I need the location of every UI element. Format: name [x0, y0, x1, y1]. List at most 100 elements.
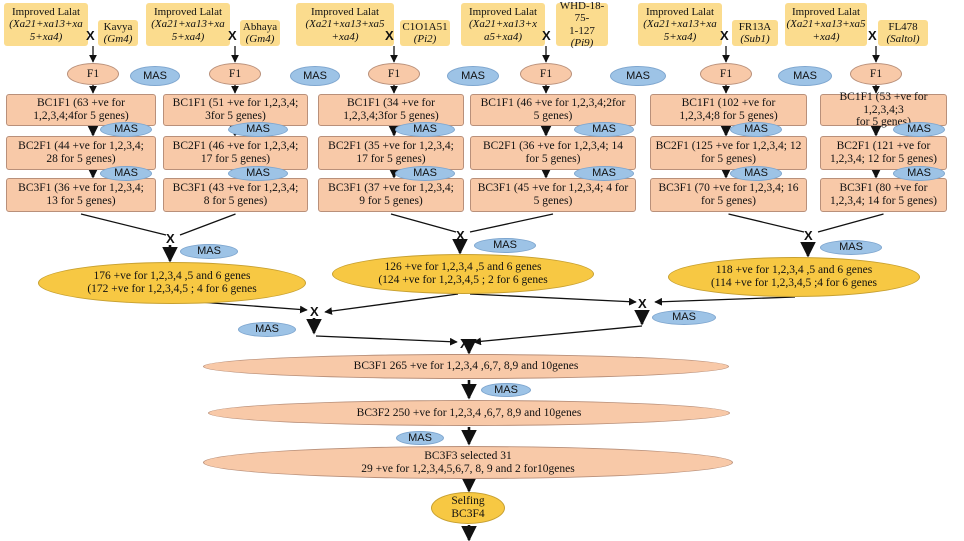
parent2-col5-line-1: FR13A [738, 20, 772, 33]
mas-top-col1-line-1: MAS [143, 69, 167, 82]
parent1-col3: Improved Lalat(Xa21+xa13+xa5+xa4) [296, 3, 394, 46]
parent1-col5-line-1: Improved Lalat [645, 6, 715, 19]
parent1-col4-line-2: (Xa21+xa13+x [469, 18, 537, 31]
parent2-col4: WHD-18-75-1-127(Pi9) [556, 0, 608, 49]
parent2-col3-line-1: C1O1A51 [402, 20, 448, 33]
f1-col2-line-1: F1 [228, 67, 242, 80]
parent1-col5-line-2: (Xa21+xa13+xa [643, 18, 717, 31]
mas-pool-2: MAS [474, 238, 536, 253]
mas-bc2-bc3-col5: MAS [730, 166, 782, 181]
mas-top-col3: MAS [447, 66, 499, 86]
pool-3-line-1: 118 +ve for 1,2,3,4 ,5 and 6 genes [715, 264, 873, 277]
bc2f1-col4-line-1: BC2F1 (36 +ve for 1,2,3,4; 14 [482, 140, 623, 153]
parent1-col4-line-1: Improved Lalat [468, 6, 538, 19]
bc3f1-col3: BC3F1 (37 +ve for 1,2,3,4;9 for 5 genes) [318, 178, 464, 212]
parent2-col1: Kavya(Gm4) [98, 20, 138, 46]
mas-top-col5-line-1: MAS [793, 69, 817, 82]
mas-top-col4-line-1: MAS [626, 69, 650, 82]
mas-bc2-bc3-col3: MAS [395, 166, 455, 181]
cross-right: X [638, 296, 647, 311]
mas-top-col5: MAS [778, 66, 832, 86]
mas-bc3f2-bc3f3-line-1: MAS [408, 431, 432, 444]
bc3f1-col2-line-1: BC3F1 (43 +ve for 1,2,3,4; [172, 182, 299, 195]
f1-col5: F1 [700, 63, 752, 85]
cross-parents-col6: X [868, 28, 877, 43]
cross-final: X [460, 336, 469, 351]
mas-left-bottom-line-1: MAS [255, 323, 279, 336]
parent2-col2-line-2: (Gm4) [245, 33, 275, 45]
bc3f1-col5-line-1: BC3F1 (70 +ve for 1,2,3,4; 16 [658, 182, 799, 195]
mas-top-col4: MAS [610, 66, 666, 86]
f1-col2: F1 [209, 63, 261, 85]
cross-line-b-3 [817, 213, 884, 233]
bc1f1-col4-line-1: BC1F1 (46 +ve for 1,2,3,4;2for [480, 97, 626, 110]
pool-3-line-2: (114 +ve for 1,2,3,4,5 ;4 for 6 genes [710, 277, 878, 289]
parent1-col1-line-3: 5+xa4) [29, 30, 63, 43]
parent1-col3-line-1: Improved Lalat [310, 6, 380, 19]
pool-1-line-2: (172 +ve for 1,2,3,4,5 ; 4 for 6 genes [87, 283, 257, 295]
mas-bc2-bc3-col4-line-1: MAS [592, 167, 616, 180]
bc1f1-col4-line-2: 5 genes) [533, 110, 573, 122]
bc1f1-col3-line-2: 1,2,3,4;3for 5 genes) [343, 110, 439, 122]
mas-bc3f2-bc3f3: MAS [396, 431, 444, 445]
f1-col1-line-1: F1 [86, 67, 100, 80]
bc3f1-col4-line-1: BC3F1 (45 +ve for 1,2,3,4; 4 for [477, 182, 629, 195]
bc1f1-col2-line-1: BC1F1 (51 +ve for 1,2,3,4; [172, 97, 299, 110]
mas-bc2-bc3-col2: MAS [228, 166, 288, 181]
cross-line-a-3 [728, 213, 805, 233]
pool-2-line-1: 126 +ve for 1,2,3,4 ,5 and 6 genes [384, 261, 542, 274]
mas-bc2-bc3-col5-line-1: MAS [744, 167, 768, 180]
bc1f1-col5-line-1: BC1F1 (102 +ve for [681, 97, 776, 110]
mas-bc2-bc3-col2-line-1: MAS [246, 167, 270, 180]
bc2f1-col1-line-1: BC2F1 (44 +ve for 1,2,3,4; [18, 140, 144, 153]
mas-bc2-bc3-col3-line-1: MAS [413, 167, 437, 180]
bc3f2-final-line-1: BC3F2 250 +ve for 1,2,3,4 ,6,7, 8,9 and … [356, 406, 582, 419]
f1-col6: F1 [850, 63, 902, 85]
f1-col1: F1 [67, 63, 119, 85]
bc2f1-col5-line-1: BC2F1 (125 +ve for 1,2,3,4; 12 [655, 140, 802, 153]
parent1-col1-line-1: Improved Lalat [11, 6, 81, 19]
cross-right-to-final [473, 325, 643, 346]
cross-left-to-final [315, 335, 458, 346]
parent2-col2: Abhaya(Gm4) [240, 20, 280, 46]
mas-bc1-bc2-col4: MAS [574, 122, 634, 137]
bc2f1-col1: BC2F1 (44 +ve for 1,2,3,4;28 for 5 genes… [6, 136, 156, 170]
mas-bc1-bc2-col1: MAS [100, 122, 152, 137]
f1-col4: F1 [520, 63, 572, 85]
mas-pool-2-line-1: MAS [493, 239, 517, 252]
mas-top-col2-line-1: MAS [303, 69, 327, 82]
pool-3: 118 +ve for 1,2,3,4 ,5 and 6 genes(114 +… [668, 257, 920, 297]
parent1-col6: Improved Lalat(Xa21+xa13+xa5+xa4) [785, 3, 867, 46]
pool-1: 176 +ve for 1,2,3,4 ,5 and 6 genes(172 +… [38, 262, 306, 304]
pool2-to-cross-right [469, 293, 637, 306]
parent2-col4-line-1: WHD-18-75- [559, 0, 605, 25]
mas-bc1-bc2-col5: MAS [730, 122, 782, 137]
parent2-col6: FL478(Saltol) [878, 20, 928, 46]
mas-bc1-bc2-col1-line-1: MAS [114, 123, 138, 136]
bc3f1-col4-line-2: 5 genes) [533, 195, 573, 207]
pool-2-line-2: (124 +ve for 1,2,3,4,5 ; 2 for 6 genes [378, 274, 548, 286]
parent1-col6-line-3: +xa4) [812, 30, 840, 43]
cross-line-b-2 [469, 213, 554, 233]
parent1-col5-line-3: 5+xa4) [663, 30, 697, 43]
cross-parents-col1: X [86, 28, 95, 43]
cross-parents-col5: X [720, 28, 729, 43]
cross-parents-col3: X [385, 28, 394, 43]
mas-top-col1: MAS [130, 66, 180, 86]
bc3f3-final-line-1: BC3F3 selected 31 [424, 449, 512, 462]
bc2f1-col1-line-2: 28 for 5 genes) [46, 153, 116, 165]
bc2f1-col4-line-2: for 5 genes) [525, 153, 581, 165]
selfing-bc3f4-line-2: BC3F4 [451, 508, 485, 520]
mas-bc3f1-bc3f2-line-1: MAS [494, 383, 518, 396]
bc3f1-col2-line-2: 8 for 5 genes) [203, 195, 268, 207]
cross-left: X [310, 304, 319, 319]
